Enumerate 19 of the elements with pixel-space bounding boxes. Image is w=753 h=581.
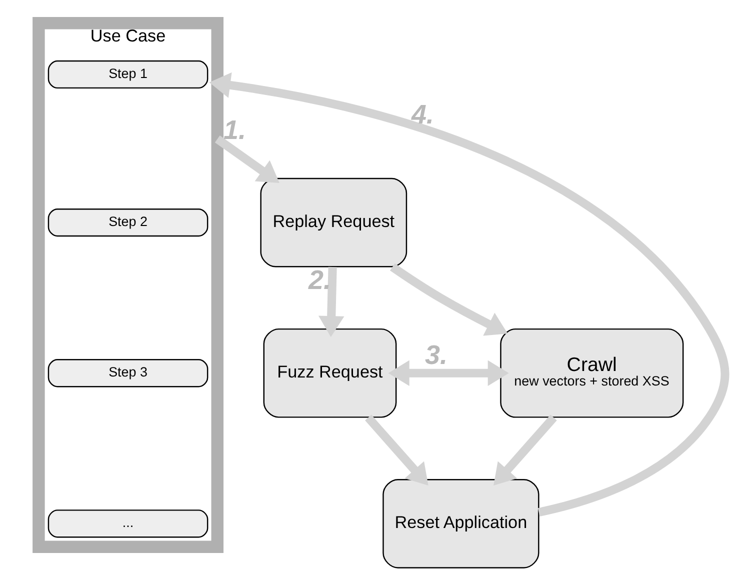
node-box: Reset Application	[382, 478, 539, 568]
arrow	[214, 136, 279, 183]
node-box: Step 3	[47, 359, 208, 388]
arrow	[364, 414, 428, 486]
arrow	[493, 414, 556, 486]
node-box: Step 2	[47, 208, 208, 237]
node-box: Step 1	[47, 60, 208, 89]
edge-label: 3.	[424, 340, 447, 370]
node-box: Crawl new vectors + stored XSS	[500, 328, 684, 418]
node-box: Replay Request	[260, 178, 407, 268]
edge-label: 1.	[222, 114, 246, 145]
node-box: Fuzz Request	[262, 328, 396, 418]
arrow	[208, 72, 729, 516]
edge-label: 2.	[308, 264, 331, 295]
arrow	[388, 360, 508, 386]
edge-label: 4.	[410, 99, 434, 130]
node-box: ...	[47, 510, 208, 538]
arrow	[318, 266, 344, 338]
arrow	[389, 263, 508, 336]
